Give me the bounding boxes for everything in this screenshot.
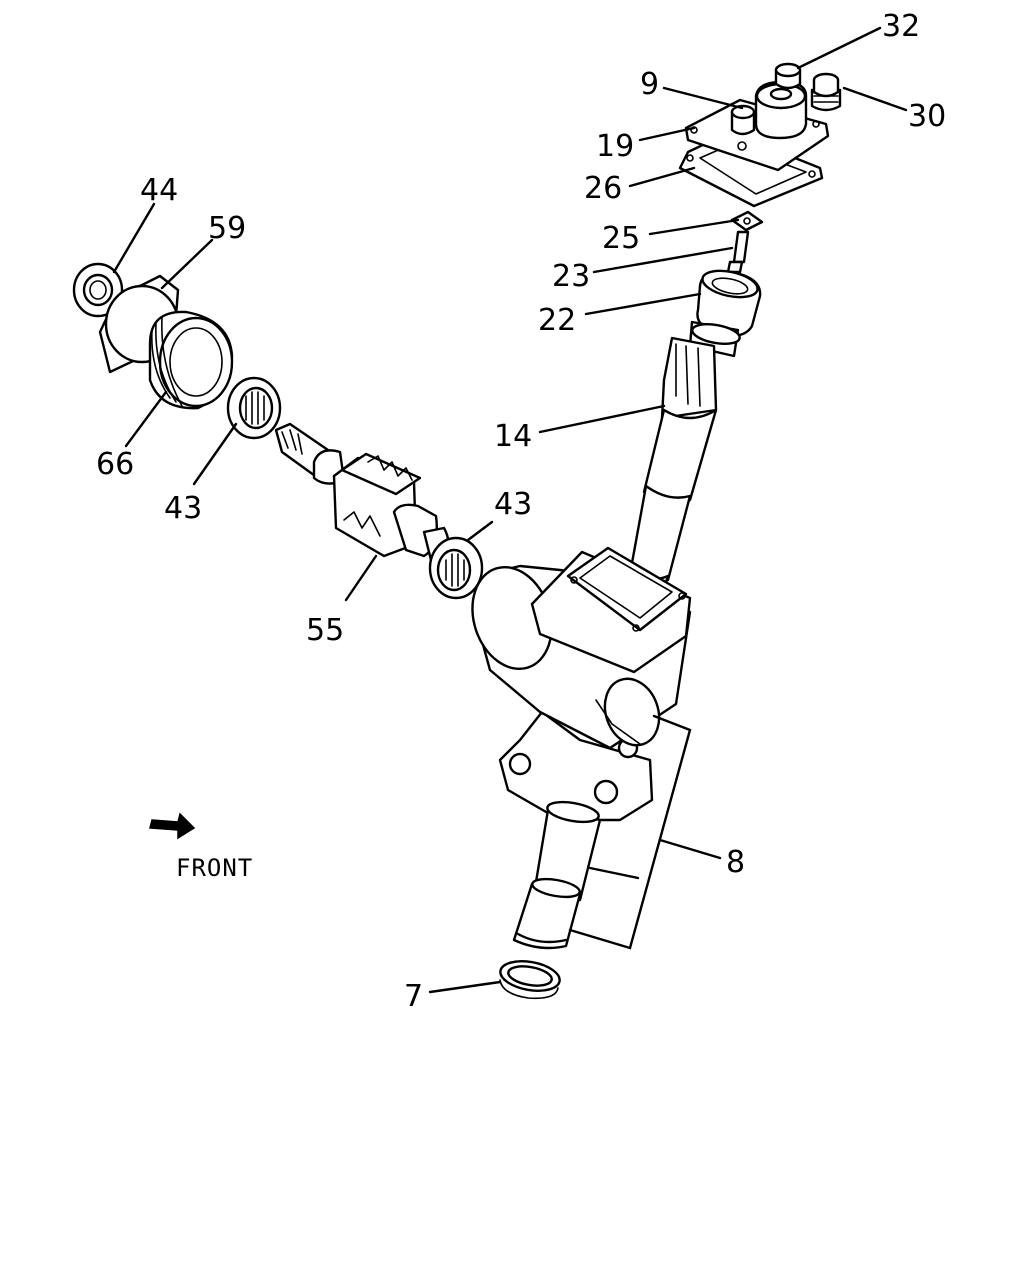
part-23-pin bbox=[726, 230, 750, 274]
part-55-worm-shaft bbox=[274, 422, 450, 566]
part-32-plug bbox=[774, 62, 802, 90]
part-43-bearing-upper bbox=[226, 376, 282, 440]
callout-44: 44 bbox=[140, 173, 178, 208]
callout-26: 26 bbox=[584, 171, 622, 206]
callout-43-upper: 43 bbox=[164, 491, 202, 526]
part-8-gear-housing bbox=[471, 546, 692, 950]
leader-lines bbox=[112, 26, 908, 994]
callout-59: 59 bbox=[208, 211, 246, 246]
callout-14: 14 bbox=[494, 419, 532, 454]
callout-23: 23 bbox=[552, 259, 590, 294]
callout-30: 30 bbox=[908, 99, 946, 134]
callout-labels: 32 9 30 19 26 25 23 22 14 44 59 66 43 43… bbox=[96, 9, 946, 1014]
callout-19: 19 bbox=[596, 129, 634, 164]
callout-32: 32 bbox=[882, 9, 920, 44]
front-direction-arrow-icon bbox=[149, 812, 196, 840]
callout-22: 22 bbox=[538, 303, 576, 338]
callout-55: 55 bbox=[306, 613, 344, 648]
callout-7: 7 bbox=[404, 979, 423, 1014]
callout-8: 8 bbox=[726, 845, 745, 880]
callout-25: 25 bbox=[602, 221, 640, 256]
part-22-bearing bbox=[696, 269, 762, 337]
part-25-washer bbox=[730, 210, 764, 232]
part-66-adjuster-nut bbox=[148, 310, 234, 410]
front-label: FRONT bbox=[176, 854, 253, 882]
part-30-bolt bbox=[810, 72, 842, 112]
part-9-cover-boss bbox=[754, 80, 808, 140]
callout-9: 9 bbox=[640, 67, 659, 102]
callout-66: 66 bbox=[96, 447, 134, 482]
leader-8-bracket bbox=[568, 714, 722, 950]
callout-43-lower: 43 bbox=[494, 487, 532, 522]
part-14-sector-shaft bbox=[626, 320, 741, 602]
part-7-seal-ring bbox=[499, 960, 561, 1000]
part-44-bearing bbox=[72, 262, 124, 318]
part-9-nut bbox=[730, 104, 756, 136]
part-43-bearing-lower bbox=[428, 536, 484, 600]
